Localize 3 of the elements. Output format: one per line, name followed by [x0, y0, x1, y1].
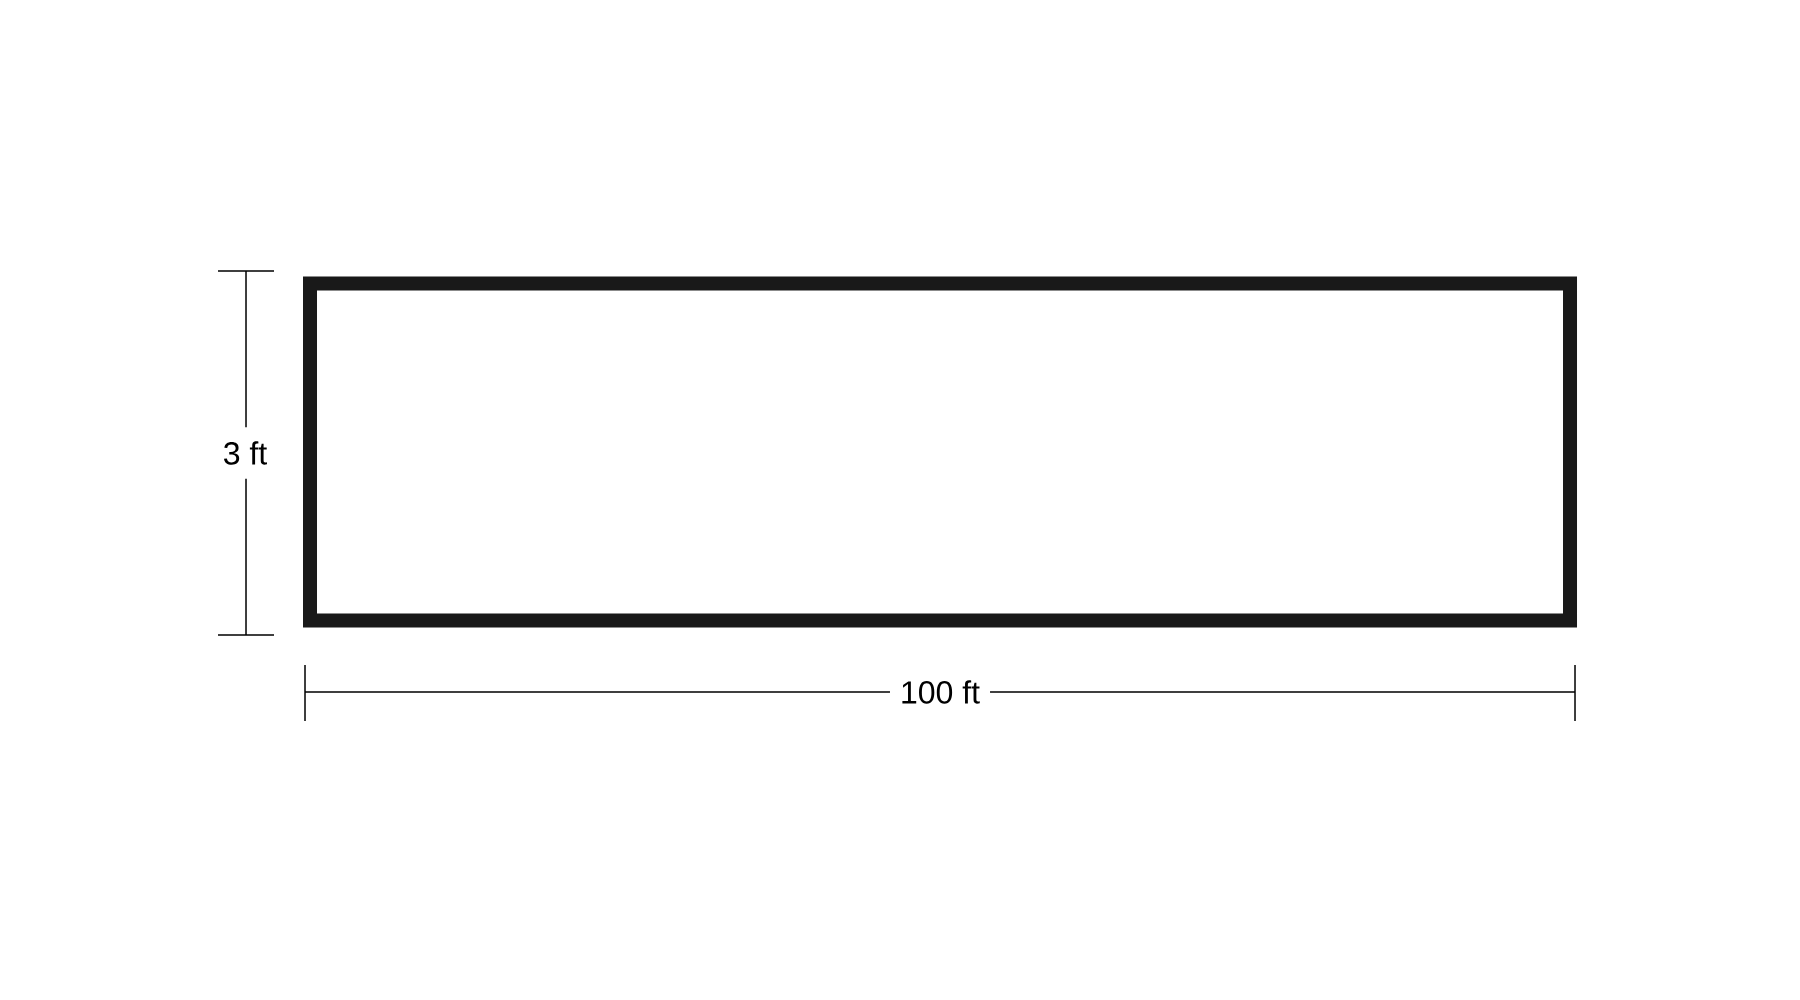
dimension-label: 3 ft — [212, 427, 278, 479]
dimension-label: 100 ft — [890, 666, 991, 718]
rectangle — [303, 276, 1577, 628]
